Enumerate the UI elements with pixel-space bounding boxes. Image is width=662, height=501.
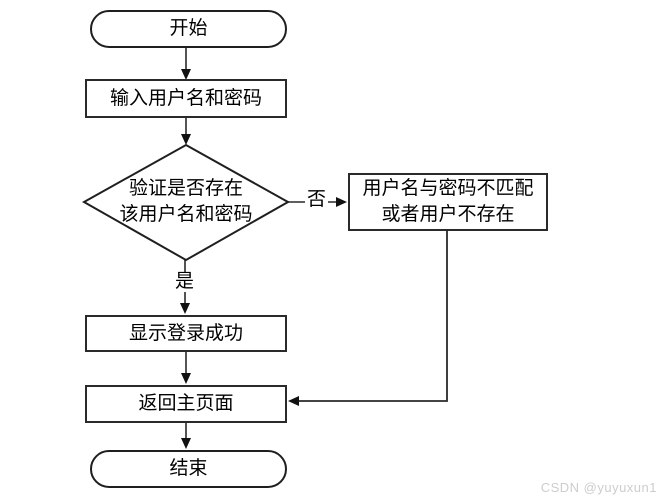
edge-label-yes: 是: [173, 271, 197, 292]
node-input-credentials-label: 输入用户名和密码: [109, 87, 262, 109]
arrowhead-start-to-input: [181, 69, 191, 80]
node-return-main: 返回主页面: [85, 385, 287, 423]
arrowhead-return-to-end: [181, 438, 191, 449]
node-mismatch-line2: 或者用户不存在: [381, 204, 515, 225]
arrowhead-verify-yes: [180, 303, 190, 314]
node-return-main-label: 返回主页面: [138, 393, 234, 414]
csdn-watermark: CSDN @yuyuxun1: [540, 480, 657, 495]
node-login-success-label: 显示登录成功: [128, 322, 243, 344]
edge-label-no: 否: [305, 189, 329, 210]
node-login-success: 显示登录成功: [85, 315, 287, 352]
node-verify-decision-line1: 验证是否存在: [128, 178, 243, 199]
arrowhead-mismatch-to-return: [288, 396, 299, 406]
node-start: 开始: [90, 10, 287, 48]
node-verify-decision-line2: 该用户名和密码: [119, 204, 253, 225]
node-verify-decision: 验证是否存在 该用户名和密码: [104, 172, 268, 232]
arrow-mismatch-to-return-line: [299, 231, 448, 402]
decision-diamond-shape: [81, 143, 291, 262]
node-input-credentials: 输入用户名和密码: [85, 79, 287, 118]
node-end: 结束: [90, 450, 287, 488]
arrowhead-success-to-return: [181, 373, 191, 384]
node-start-label: 开始: [169, 18, 208, 39]
arrowhead-verify-no: [336, 197, 347, 207]
node-mismatch-line1: 用户名与密码不匹配: [362, 178, 534, 199]
node-mismatch: 用户名与密码不匹配 或者用户不存在: [348, 173, 548, 231]
node-end-label: 结束: [169, 458, 208, 479]
arrowhead-input-to-verify: [181, 134, 191, 145]
